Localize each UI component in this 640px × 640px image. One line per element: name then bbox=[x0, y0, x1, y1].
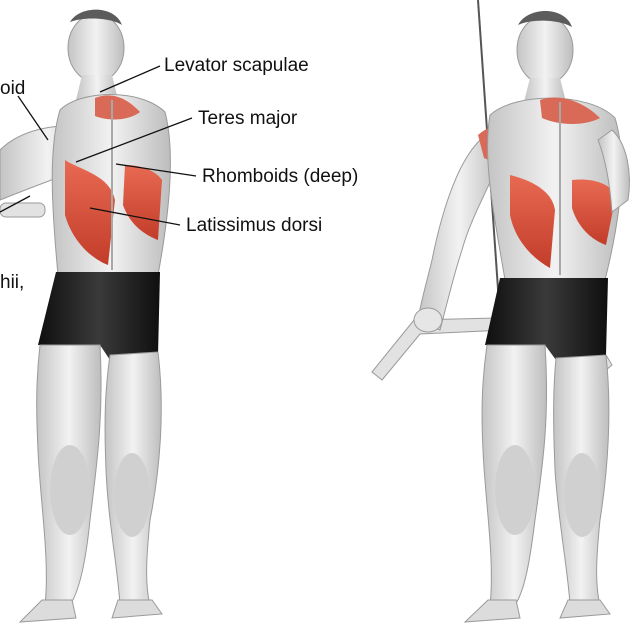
leader-line-levator-scapulae bbox=[99, 65, 161, 93]
right-figure-latissimus-left bbox=[510, 175, 555, 268]
right-figure-head bbox=[516, 15, 574, 85]
left-figure-cable-bar bbox=[0, 202, 46, 218]
leader-line-latissimus bbox=[89, 207, 181, 226]
left-figure bbox=[0, 9, 171, 623]
right-figure-arm bbox=[417, 139, 501, 331]
left-figure-latissimus bbox=[65, 160, 115, 265]
leader-line-deltoid bbox=[17, 95, 49, 141]
label-latissimus-dorsi: Latissimus dorsi bbox=[186, 215, 323, 236]
leader-lines bbox=[0, 65, 197, 226]
leader-line-teres-major bbox=[75, 117, 193, 163]
label-fragment-hii: hii, bbox=[0, 272, 25, 293]
label-levator-scapulae: Levator scapulae bbox=[164, 55, 309, 76]
left-figure-shorts bbox=[38, 272, 160, 360]
label-deltoid-fragment: oid bbox=[0, 78, 26, 99]
right-figure-shorts bbox=[485, 278, 608, 360]
right-figure-latissimus-right bbox=[572, 179, 616, 245]
left-figure-head bbox=[67, 13, 125, 83]
leader-line-fragment bbox=[0, 195, 31, 213]
label-rhomboids: Rhomboids (deep) bbox=[202, 166, 359, 187]
label-teres-major: Teres major bbox=[198, 108, 298, 129]
leader-line-rhomboids bbox=[115, 163, 197, 177]
right-figure bbox=[371, 0, 630, 623]
